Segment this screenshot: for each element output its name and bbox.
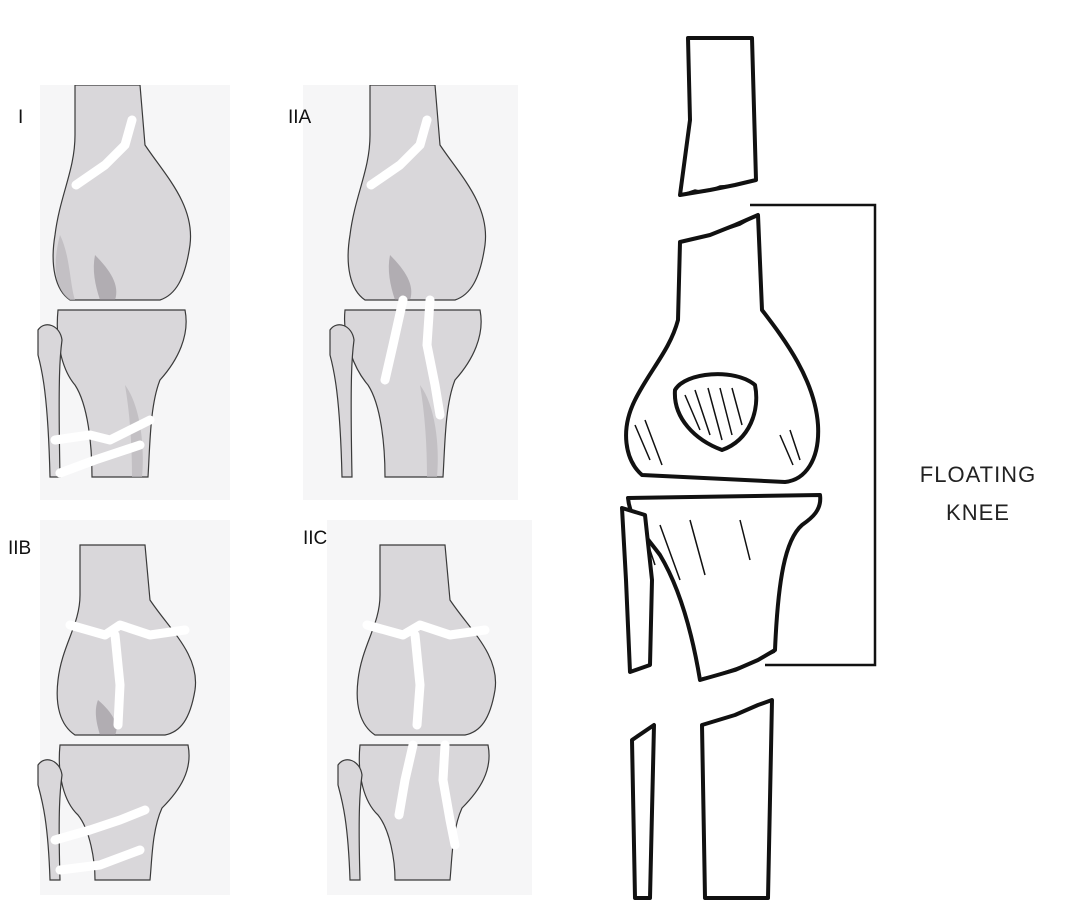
panel-label: IIC bbox=[303, 528, 327, 550]
panel-label: I bbox=[18, 107, 23, 129]
panel-type-IIC: IIC bbox=[295, 520, 535, 895]
knee-illustration-I bbox=[0, 85, 235, 500]
floating-knee-label: FLOATING KNEE bbox=[893, 456, 1063, 532]
knee-illustration-IIA bbox=[275, 85, 525, 500]
panel-type-IIA: IIA bbox=[275, 85, 525, 500]
knee-illustration-IIB bbox=[0, 520, 235, 895]
panel-type-I: I bbox=[0, 85, 235, 500]
floating-knee-bracket bbox=[745, 195, 885, 675]
panel-label: IIB bbox=[8, 538, 31, 560]
floating-knee-line2: KNEE bbox=[893, 494, 1063, 532]
panel-type-IIB: IIB bbox=[0, 520, 235, 895]
knee-illustration-IIC bbox=[295, 520, 535, 895]
panel-label: IIA bbox=[288, 107, 311, 129]
floating-knee-line1: FLOATING bbox=[893, 456, 1063, 494]
